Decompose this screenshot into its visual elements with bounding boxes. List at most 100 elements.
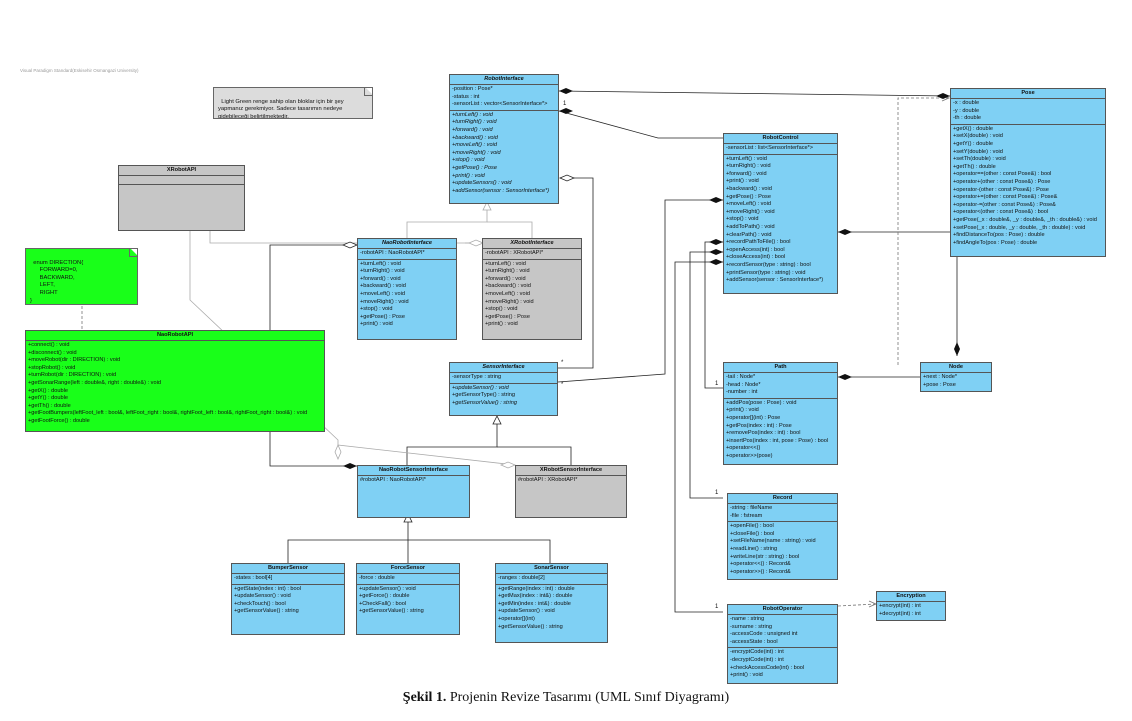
attribute: -sensorList : vector<SensorInterface*> xyxy=(452,101,548,108)
operation: +stopRobot() : void xyxy=(28,364,76,371)
attribute: -string : fileName xyxy=(730,505,773,511)
class-force-sensor[interactable]: ForceSensor -force : double +updateSenso… xyxy=(356,563,460,635)
class-sensor-interface[interactable]: SensorInterface -sensorType : string +up… xyxy=(449,362,558,416)
operation: +stop() : void xyxy=(485,306,518,313)
operation: +turnLeft() : void xyxy=(485,260,526,267)
class-name: NaoRobotInterface xyxy=(358,239,456,249)
class-xrobot-interface[interactable]: XRobotInterface -robotAPI : XRobotAPI* +… xyxy=(482,238,582,340)
operations-section: +openFile() : bool +closeFile() : bool +… xyxy=(728,522,837,577)
operation: +removePos(index : int) : bool xyxy=(726,430,801,437)
attributes-section: -string : fileName -file : fstream xyxy=(728,504,837,523)
class-name: NaoRobotAPI xyxy=(26,331,324,341)
attribute: -ranges : double[2] xyxy=(498,575,545,581)
class-xrobot-api[interactable]: XRobotAPI xyxy=(118,165,245,231)
attribute: -position : Pose* xyxy=(452,86,493,92)
note-fold-corner xyxy=(130,249,137,256)
operation: +updateSensor() : void xyxy=(452,384,509,391)
class-name: SensorInterface xyxy=(450,363,557,373)
operation: -encryptCode(int) : int xyxy=(730,649,784,656)
class-sonar-sensor[interactable]: SonarSensor -ranges : double[2] +getRang… xyxy=(495,563,608,643)
operation: +backward() : void xyxy=(726,185,772,192)
class-robot-control[interactable]: RobotControl -sensorList : list<SensorIn… xyxy=(723,133,838,294)
class-name: RobotInterface xyxy=(450,75,558,85)
attribute: -status : int xyxy=(452,93,480,100)
operations-section: +getX() : double +setX(double) : void +g… xyxy=(951,125,1105,249)
operation: +readLine() : string xyxy=(730,545,778,552)
operation: +updateSensor() : void xyxy=(359,585,416,592)
operation: +updateSensors() : void xyxy=(452,180,512,187)
class-bumper-sensor[interactable]: BumperSensor -states : bool[4] +getState… xyxy=(231,563,345,635)
operation: +getSensorValue() : string xyxy=(234,608,299,615)
class-robot-operator[interactable]: RobotOperator -name : string -surname : … xyxy=(727,604,838,684)
operation: +forward() : void xyxy=(452,126,493,133)
operation: +getTh() : double xyxy=(953,163,996,170)
operation: +turnRobot(dir : DIRECTION) : void xyxy=(28,372,117,379)
class-path[interactable]: Path -tail : Node* -head : Node* -number… xyxy=(723,362,838,465)
attribute: -file : fstream xyxy=(730,512,763,519)
operation: +getY() : double xyxy=(953,140,993,147)
operations-section: +updateSensor() : void +getSensorType() … xyxy=(450,384,557,409)
attributes-section: -ranges : double[2] xyxy=(496,574,607,585)
operation: +writeLine(str : string) : bool xyxy=(730,553,800,560)
operation: +getState(index : int) : bool xyxy=(234,585,302,592)
operation: +getTh() : double xyxy=(28,402,71,409)
class-node[interactable]: Node +next : Node* +pose : Pose xyxy=(920,362,992,392)
operation: +getPose() : Pose xyxy=(485,313,530,320)
operations-section: +encrypt(int) : int +decrypt(int) : int xyxy=(877,602,945,619)
class-name: RobotOperator xyxy=(728,605,837,615)
attributes-section: -force : double xyxy=(357,574,459,585)
attribute: -name : string xyxy=(730,616,765,622)
attribute: -tail : Node* xyxy=(726,374,756,380)
class-encryption[interactable]: Encryption +encrypt(int) : int +decrypt(… xyxy=(876,591,946,621)
operation: +updateSensor() : void xyxy=(234,593,291,600)
class-record[interactable]: Record -string : fileName -file : fstrea… xyxy=(727,493,838,580)
operation: +turnRight() : void xyxy=(485,268,530,275)
operation: +recordPathToFile() : bool xyxy=(726,239,791,246)
operation: +encrypt(int) : int xyxy=(879,603,921,609)
operation: +getPose(_x : double&, _y : double&, _th… xyxy=(953,216,1097,223)
class-name: Encryption xyxy=(877,592,945,602)
class-pose[interactable]: Pose -x : double -y : double -th : doubl… xyxy=(950,88,1106,257)
class-nao-robot-api[interactable]: NaoRobotAPI +connect() : void +disconnec… xyxy=(25,330,325,432)
attributes-section: -position : Pose* -status : int -sensorL… xyxy=(450,85,558,111)
class-xrobot-sensor-interface[interactable]: XRobotSensorInterface #robotAPI : XRobot… xyxy=(515,465,627,518)
attribute: -force : double xyxy=(359,575,395,581)
class-robot-interface[interactable]: RobotInterface -position : Pose* -status… xyxy=(449,74,559,204)
operation: +getX() : double xyxy=(28,387,68,394)
operation: +setPose(_x : double, _y : double, _th :… xyxy=(953,224,1086,231)
operation: +operator<<() : Record& xyxy=(730,561,791,568)
operation: +stop() : void xyxy=(726,216,759,223)
operation: +moveLeft() : void xyxy=(485,290,530,297)
class-nao-robot-interface[interactable]: NaoRobotInterface -robotAPI : NaoRobotAP… xyxy=(357,238,457,340)
attributes-section: #robotAPI : NaoRobotAPI* xyxy=(358,476,469,486)
operation: +turnRight() : void xyxy=(726,163,771,170)
operation: +operator-(other : const Pose&) : Pose xyxy=(953,186,1049,193)
attributes-section: -robotAPI : XRobotAPI* xyxy=(483,249,581,260)
class-name: NaoRobotSensorInterface xyxy=(358,466,469,476)
operation: +getRange(index : int) : double xyxy=(498,585,575,592)
attribute: -number : int xyxy=(726,389,758,396)
operation: +setX(double) : void xyxy=(953,133,1003,140)
operation: +backward() : void xyxy=(485,283,531,290)
note-fold-corner xyxy=(365,88,372,95)
operation: +checkTouch() : bool xyxy=(234,600,286,607)
operations-section: +addPos(pose : Pose) : void +print() : v… xyxy=(724,399,837,462)
operation: +addPos(pose : Pose) : void xyxy=(726,399,797,406)
operation: +forward() : void xyxy=(726,170,767,177)
operations-section: +connect() : void +disconnect() : void +… xyxy=(26,341,324,427)
operations-section xyxy=(119,185,244,191)
operation: +recordSensor(type : string) : bool xyxy=(726,261,811,268)
operation: +getSonarRange(left : double&, right : d… xyxy=(28,379,161,386)
operation: +moveLeft() : void xyxy=(360,290,405,297)
operation: +closeFile() : bool xyxy=(730,530,775,537)
note-text: enum DIRECTION{ FORWARD=0, BACKWARD, LEF… xyxy=(30,259,84,304)
attribute: -states : bool[4] xyxy=(234,575,273,581)
watermark: Visual Paradigm Standard(Eskisehir Osman… xyxy=(20,68,139,73)
attribute: -sensorList : list<SensorInterface*> xyxy=(726,145,814,151)
operations-section: +updateSensor() : void +getForce() : dou… xyxy=(357,585,459,617)
class-nao-robot-sensor-interface[interactable]: NaoRobotSensorInterface #robotAPI : NaoR… xyxy=(357,465,470,518)
operation: +getForce() : double xyxy=(359,593,410,600)
operation: +operator+(other : const Pose&) : Pose xyxy=(953,178,1051,185)
operation: +operator[](int) xyxy=(498,615,535,622)
operation: +moveLeft() : void xyxy=(452,142,497,149)
